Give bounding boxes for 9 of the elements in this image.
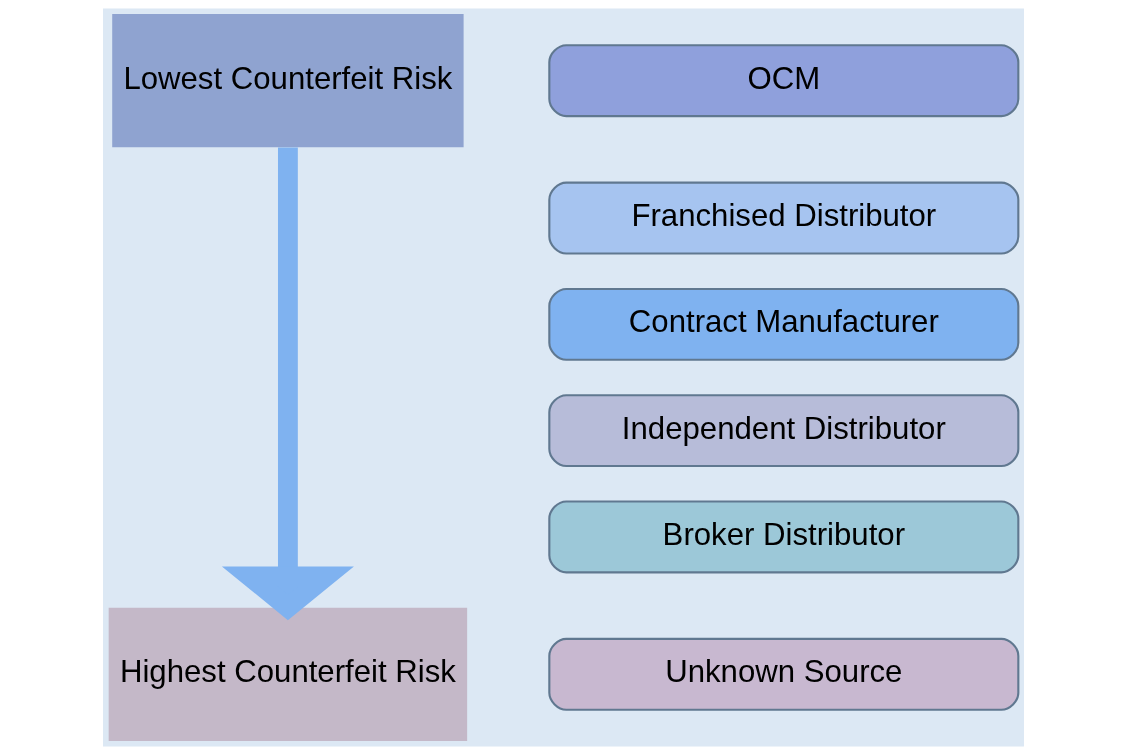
arrow — [221, 147, 354, 621]
node-box: Franchised Distributor — [548, 181, 1020, 255]
node-box: Contract Manufacturer — [548, 287, 1020, 361]
node-box: Highest Counterfeit Risk — [108, 607, 468, 741]
node-box: Unknown Source — [548, 637, 1020, 711]
node-box: OCM — [548, 44, 1020, 118]
node-box: Broker Distributor — [548, 500, 1020, 574]
node-box: Independent Distributor — [548, 394, 1020, 468]
node-box: Lowest Counterfeit Risk — [112, 14, 464, 148]
